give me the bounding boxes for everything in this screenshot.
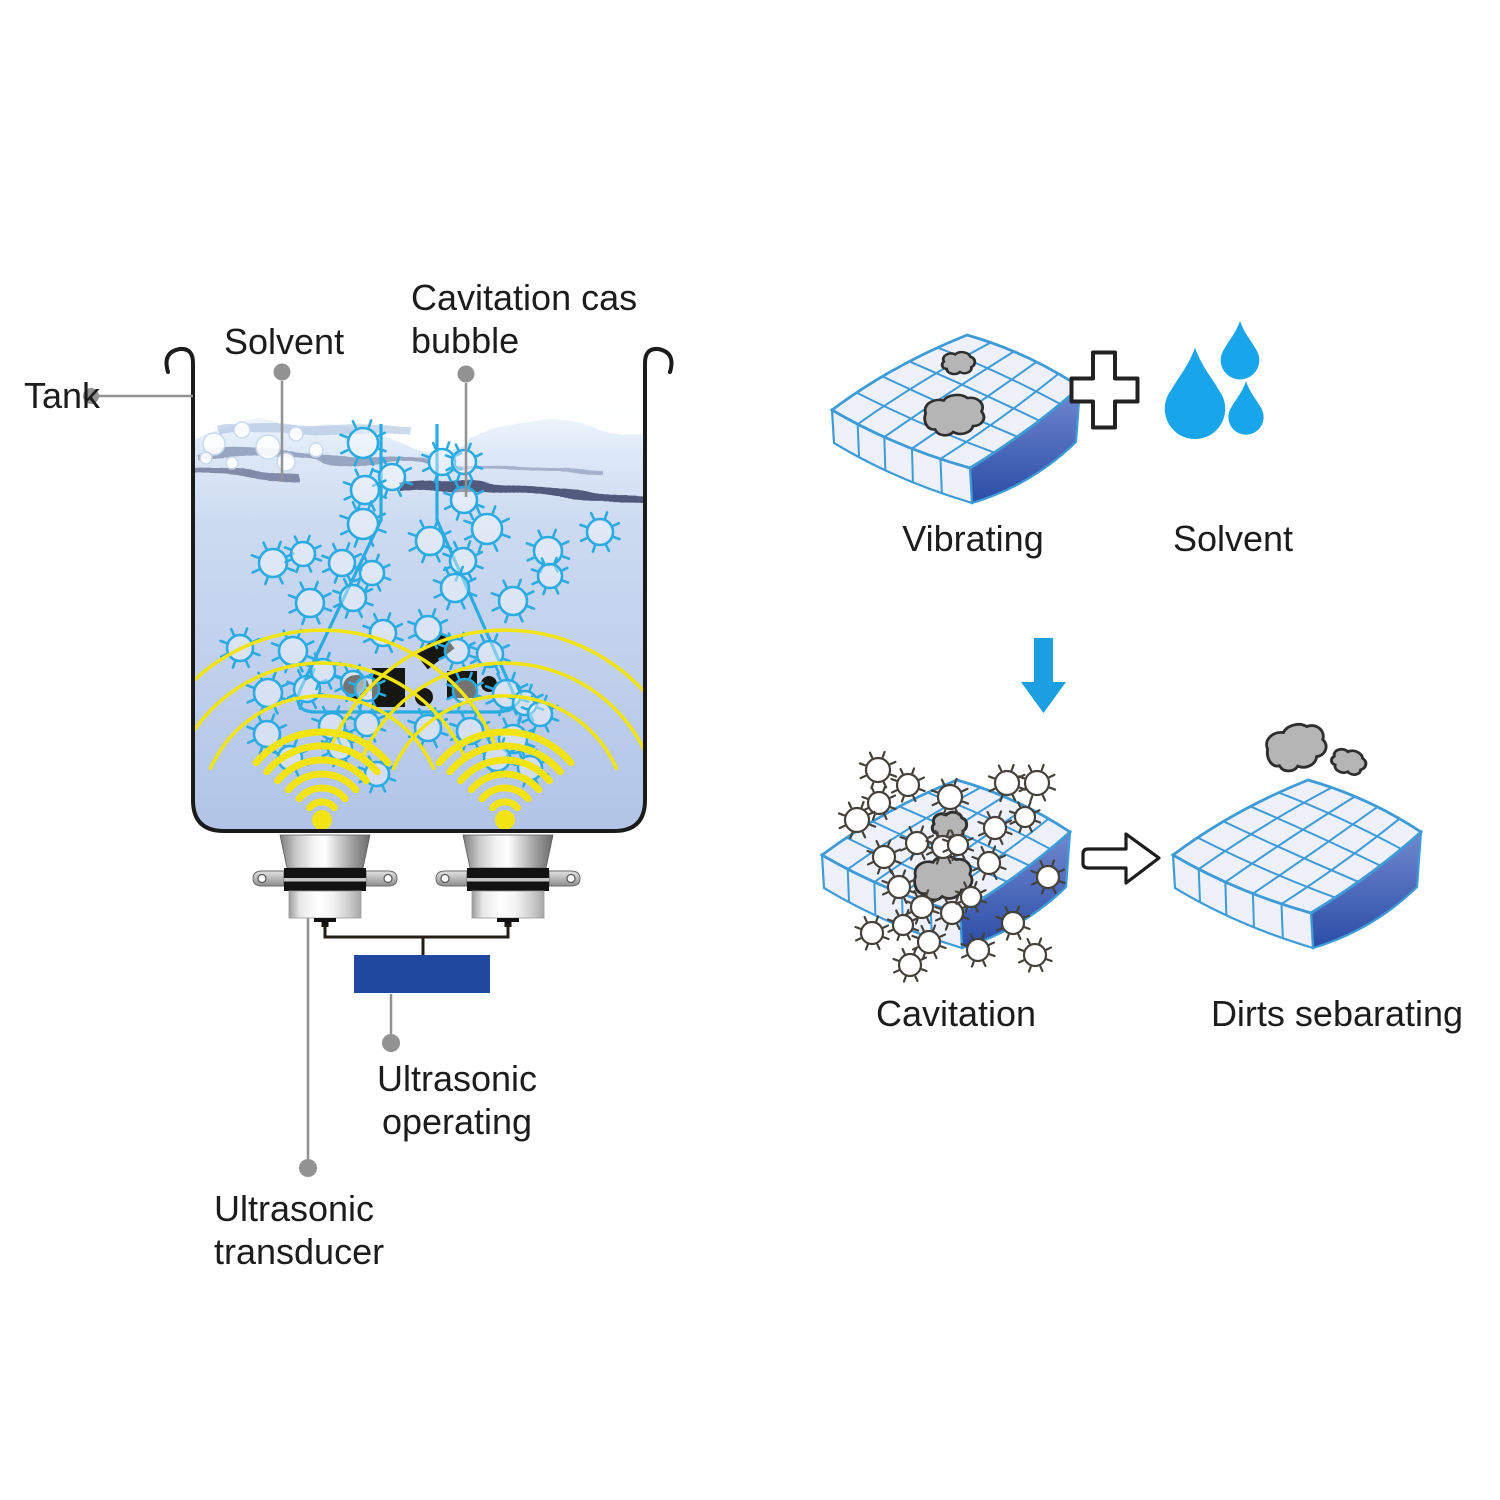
arrow-right-icon: [1081, 832, 1161, 885]
vibrating-label: Vibrating: [902, 518, 1044, 559]
water-drop-icons: [1164, 321, 1264, 440]
tank-outline: [164, 346, 674, 833]
transducer-wiring: [323, 925, 510, 956]
cavitation-step-label: Cavitation: [875, 993, 1037, 1034]
ultrasound-waves: [195, 628, 643, 829]
dirts-separating-label: Dirts sebarating: [1210, 993, 1464, 1034]
cavitation-bubbles-blue: [219, 419, 621, 794]
solvent-label: Solvent: [224, 321, 345, 362]
leader-dots: [83, 363, 475, 1177]
ultrasonic-transducer-left: [252, 834, 398, 928]
arrow-down-icon: [1021, 638, 1066, 713]
process-graphic: [819, 321, 1424, 983]
foam-bubbles: [199, 421, 324, 472]
leader-lines: [99, 381, 468, 1159]
tank-graphic: [83, 346, 674, 1177]
ultrasonic-generator-box: [354, 955, 490, 993]
plus-icon: [1069, 350, 1140, 430]
water-surface-photo: [195, 406, 643, 502]
cavitation-bubbles-white: [837, 750, 1066, 983]
tank-label: Tank: [24, 375, 101, 416]
clean-surface-tile: [1170, 778, 1424, 950]
ultrasonic-transducer-right: [435, 834, 581, 928]
solvent-step-label: Solvent: [1172, 518, 1294, 559]
